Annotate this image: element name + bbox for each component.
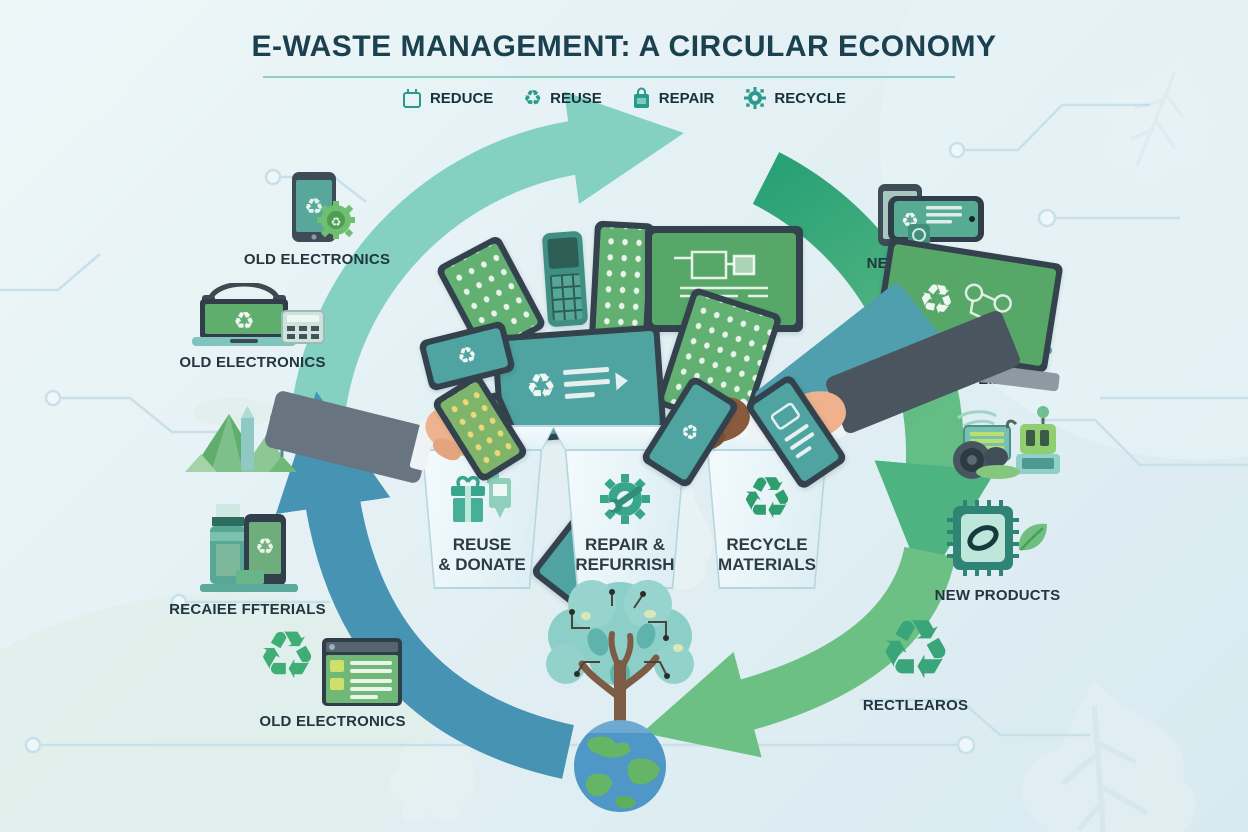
flow-item-recycle: ♻ RECTLEAROS (823, 605, 1008, 714)
legend-row: REDUCE ♻ REUSE REPAIR (0, 87, 1248, 109)
arrow-arc-bottom-right (642, 546, 956, 758)
title-divider (263, 76, 955, 78)
chip-leaf-icon (946, 500, 1047, 576)
legend-item-repair: REPAIR (632, 87, 715, 109)
legend-label: RECYCLE (774, 89, 847, 107)
laptop-calculator-icon: ♻ (191, 283, 325, 346)
smartphone-gear-icon: ♻ ♻ (292, 172, 355, 242)
gear-wrench-icon (600, 474, 650, 524)
arrow-arc-left (275, 391, 575, 779)
feature-phone-icon (541, 230, 589, 328)
recycle-glyph-icon: ♻ (454, 341, 480, 371)
bin-label: REUSE& DONATE (438, 535, 526, 574)
stacked-phones-icon: ♻ (877, 184, 984, 246)
item-label: RECAIEE FFTERIALS (169, 601, 326, 618)
recycle-arrows-icon: ♻ (257, 618, 317, 692)
tablet-landscape-icon: ♻ (491, 324, 667, 444)
circuit-tree-icon (546, 580, 694, 761)
bottle-phone-icon: ♻ (199, 504, 298, 592)
leaf-watermark-icon (1021, 681, 1196, 832)
legend-label: REDUCE (429, 89, 494, 107)
flow-item-old-electronics-3: ♻ OLD ELECTRONICS (240, 622, 425, 730)
recycle-arrows-icon: ♻ (878, 605, 953, 696)
item-label: OLD ELECTRONICS (259, 713, 406, 730)
item-label: OLD ELECTRONICS (243, 251, 391, 268)
recycle-arrows-icon: ♻ (523, 86, 543, 110)
recycle-glyph-icon: ♻ (676, 418, 704, 447)
recycle-arrows-icon: ♻ (741, 466, 793, 531)
svg-text:♻: ♻ (255, 534, 275, 559)
page-title: E-WASTE MANAGEMENT: A CIRCULAR ECONOMY (251, 30, 997, 63)
item-label: RECTLEAROS (862, 696, 969, 714)
flow-item-old-electronics-1: ♻ ♻ OLD ELECTRONICS (227, 172, 407, 268)
item-label: OLD ELECTRONICS (179, 354, 326, 371)
reduce-box-icon (402, 89, 421, 108)
recycle-gear-icon (744, 87, 767, 109)
svg-text:♻: ♻ (233, 308, 255, 335)
device-list-card-icon (321, 638, 402, 706)
circuit-tree-earth-group (546, 580, 694, 812)
earth-globe-icon (574, 720, 666, 812)
bin-label: REPAIR &REFURRISH (575, 535, 675, 574)
arrow-arc-top (289, 91, 684, 435)
svg-text:♻: ♻ (331, 215, 342, 229)
svg-text:♻: ♻ (304, 194, 324, 219)
refurbish-machines-icon (952, 406, 1060, 479)
legend-label: REUSE (550, 89, 602, 107)
flow-item-machines (935, 400, 1080, 480)
legend-label: REPAIR (658, 89, 715, 107)
legend-item-reuse: ♻ REUSE (523, 87, 602, 109)
legend-item-recycle: RECYCLE (744, 87, 846, 109)
leaf-watermark-icon (388, 737, 476, 822)
legend-item-reduce: REDUCE (402, 87, 493, 109)
smartphone-icon (743, 373, 849, 491)
gift-donate-icon (451, 473, 511, 522)
recycle-glyph-icon: ♻ (524, 366, 558, 407)
flow-item-old-electronics-2: ♻ OLD ELECTRONICS (160, 283, 345, 371)
item-label: NEW PRODUCTS (934, 587, 1061, 604)
repair-bag-icon (633, 87, 649, 108)
flow-item-new-products-2: NEW PRODUCTS (905, 498, 1090, 604)
flow-item-reclaimed-materials: ♻ RECAIEE FFTERIALS (155, 492, 340, 618)
recycle-document-icon: ♻ (258, 622, 408, 706)
